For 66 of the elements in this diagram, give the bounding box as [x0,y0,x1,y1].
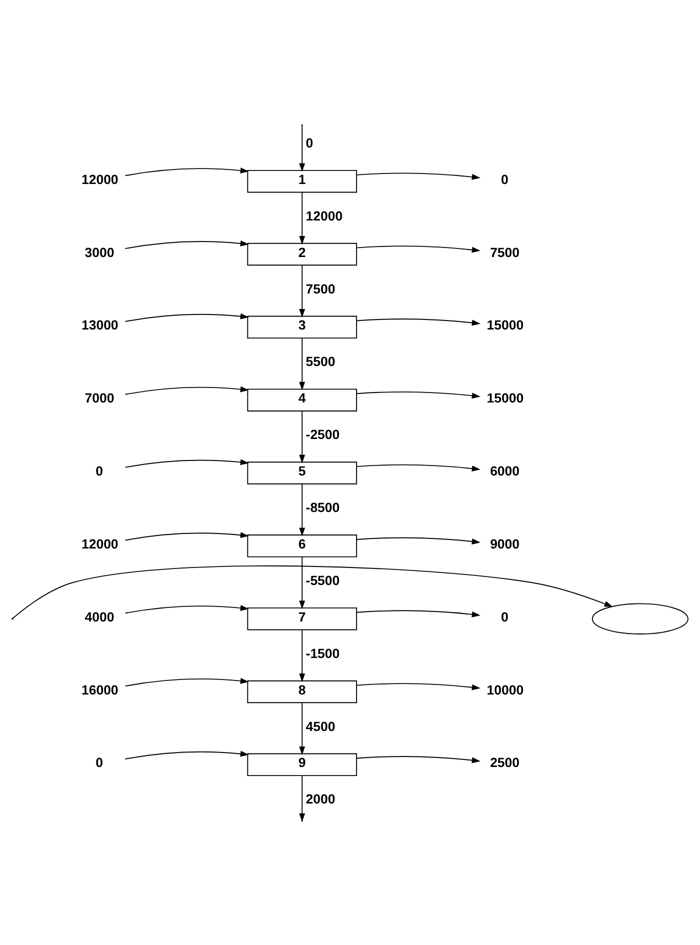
edge-label: -2500 [306,426,340,442]
edge-label: 4500 [306,718,336,734]
node-box: 7 [247,606,358,630]
arrow [356,464,480,472]
arrow [356,682,480,690]
node-text: 9000 [490,536,520,551]
arrow [299,124,306,172]
arrow [356,756,480,763]
arrow [356,245,480,252]
node-text: 4000 [84,608,114,624]
arrow [299,192,306,244]
node-text: 12000 [81,171,118,186]
arrow [124,458,249,468]
node-box: 8 [247,680,358,703]
arrow [12,564,613,618]
arrow [299,483,306,536]
arrow [299,264,306,317]
node-text: 0 [500,608,508,624]
arrow [356,318,480,326]
node-text: 7500 [490,244,520,260]
node-box: 5 [247,461,358,484]
arrow [124,604,249,614]
node-text: 15000 [486,317,524,332]
node-ellipse [592,602,688,634]
arrow [299,702,306,754]
node-box: 9 [247,752,358,776]
arrow [124,312,249,322]
node-text: 13000 [81,317,118,332]
node-box: 6 [247,534,358,557]
arrow [124,386,249,394]
arrow [299,410,306,463]
node-box: 1 [247,169,358,192]
node-text: 6000 [490,463,520,478]
arrow [124,750,249,759]
node-text: 0 [96,463,104,478]
edge-label: 2000 [306,791,336,806]
arrow [299,628,306,682]
arrow [299,556,306,609]
node-box: 3 [247,315,358,338]
node-box: 2 [247,242,358,266]
arrow [124,677,249,686]
node-box: 4 [247,388,358,411]
arrow [124,167,249,176]
edge-label: 12000 [306,208,343,223]
arrow [356,536,480,544]
node-text: 3000 [84,244,114,260]
arrow [356,610,480,617]
arrow [124,532,249,540]
arrow [299,337,306,390]
edge-label: -1500 [306,645,340,660]
node-text: 15000 [486,390,524,406]
arrow [356,390,480,398]
arrow [356,172,480,180]
node-text: 12000 [81,536,118,551]
node-text: 10000 [486,682,524,697]
edge-label: -5500 [306,572,340,588]
node-text: 0 [96,754,104,770]
node-text: 2500 [490,754,520,770]
node-text: 16000 [81,682,118,697]
edge-label: 5500 [306,354,336,369]
node-text: 7000 [84,390,114,406]
edge-label: -8500 [306,500,340,515]
node-text: 0 [500,171,508,186]
arrow [124,240,249,249]
edge-label: 7500 [306,280,336,296]
edge-label: 0 [306,134,314,150]
